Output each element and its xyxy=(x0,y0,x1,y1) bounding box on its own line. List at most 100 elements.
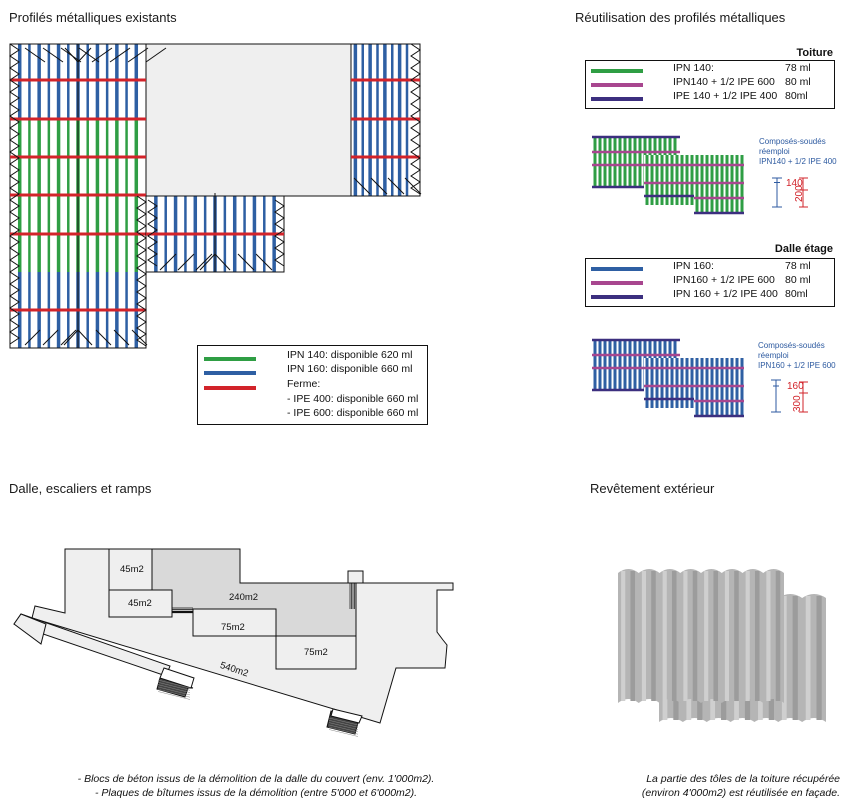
toiture-row-name: IPN140 + 1/2 IPE 600 xyxy=(673,76,775,88)
cladding-caption: La partie des tôles de la toiture récupé… xyxy=(600,772,840,800)
caption-line: (environ 4'000m2) est réutilisée en faça… xyxy=(641,787,840,799)
corrugation-shadow xyxy=(671,571,677,701)
toiture-weld-note: Composés-soudés réemploi IPN140 + 1/2 IP… xyxy=(759,137,837,167)
section-title-slab: Dalle, escaliers et ramps xyxy=(9,481,152,496)
bracing xyxy=(131,329,148,346)
bracing xyxy=(214,253,231,271)
caption-line: La partie des tôles de la toiture récupé… xyxy=(646,773,840,785)
legend-label-ipn160: IPN 160: disponible 660 ml xyxy=(287,363,413,375)
dalle-row-name: IPN160 + 1/2 IPE 600 xyxy=(673,274,775,286)
hatch-line xyxy=(328,717,359,726)
weld-note-line: réemploi xyxy=(758,351,789,360)
truss-zigzag xyxy=(410,43,421,195)
weld-note-line: Composés-soudés xyxy=(759,137,826,146)
ramp-landing xyxy=(13,613,47,645)
hatch-line xyxy=(157,684,191,693)
weld-note-line: IPN140 + 1/2 IPE 400 xyxy=(759,157,837,166)
hatch-line xyxy=(328,722,359,730)
area-label: 240m2 xyxy=(229,592,259,603)
bracing xyxy=(24,47,46,63)
weld-note-line: IPN160 + 1/2 IPE 600 xyxy=(758,361,836,370)
toiture-row-value: 80ml xyxy=(785,90,808,102)
corrugation-highlight xyxy=(805,596,811,720)
corrugation-highlight xyxy=(745,571,750,701)
dalle-row-name: IPN 160 + 1/2 IPE 400 xyxy=(673,288,778,300)
dalle-row-value: 78 ml xyxy=(785,260,811,272)
toiture-label: Toiture xyxy=(796,47,833,59)
area-label: 45m2 xyxy=(120,564,144,575)
bracing xyxy=(387,177,405,195)
bracing xyxy=(42,47,64,63)
weld-note-line: Composés-soudés xyxy=(758,341,825,350)
corrugation-highlight xyxy=(781,596,787,720)
bracing xyxy=(127,47,149,63)
legend-swatch-ipn140 xyxy=(204,357,256,361)
bracing xyxy=(109,47,131,63)
slab-plan xyxy=(13,548,454,737)
hatch-line xyxy=(328,724,359,733)
dalle-row-value: 80ml xyxy=(785,288,808,300)
truss-zigzag xyxy=(274,199,285,267)
slab-75m2-b xyxy=(275,635,357,670)
bracing xyxy=(24,329,41,346)
corrugation-highlight xyxy=(621,571,626,701)
dalle-reuse-diagram xyxy=(592,338,744,418)
dalle-etage-label: Dalle étage xyxy=(774,243,833,255)
bracing xyxy=(64,47,79,63)
corrugation-highlight xyxy=(704,571,709,701)
dalle-row-name: IPN 160: xyxy=(673,260,714,272)
toiture-row-value: 78 ml xyxy=(785,62,811,74)
stair-landing xyxy=(347,570,364,584)
dalle-swatch-ipe400-combo xyxy=(591,295,643,299)
bracing xyxy=(195,253,213,271)
corrugation-highlight xyxy=(662,571,667,701)
bracing xyxy=(42,329,59,346)
corrugation-shadow xyxy=(816,596,822,720)
legend-swatch-ferme xyxy=(204,386,256,390)
toiture-swatch-ipn140 xyxy=(591,69,643,73)
dalle-legend: IPN 160: IPN160 + 1/2 IPE 600 IPN 160 + … xyxy=(585,258,835,307)
bracing xyxy=(404,177,422,195)
bracing xyxy=(159,253,177,271)
toiture-legend: IPN 140: IPN140 + 1/2 IPE 600 IPE 140 + … xyxy=(585,60,835,109)
bracing xyxy=(353,177,371,195)
existing-profiles-legend: IPN 140: disponible 620 ml IPN 160: disp… xyxy=(197,345,428,425)
hatch-line xyxy=(157,688,191,698)
bracing xyxy=(91,47,113,63)
caption-line: - Plaques de bîtumes issus de la démolit… xyxy=(94,787,418,799)
slab-45m2-b xyxy=(108,589,173,618)
dalle-row-value: 80 ml xyxy=(785,274,811,286)
bracing xyxy=(60,329,77,346)
hatch-line xyxy=(157,679,191,689)
dalle-dim-flange: 160 xyxy=(787,381,804,392)
hatch-line xyxy=(157,691,191,700)
corrugated-sheets-icon xyxy=(618,569,826,722)
legend-label-ipn140: IPN 140: disponible 620 ml xyxy=(287,349,413,361)
corrugation-shadow xyxy=(792,596,798,720)
section-title-cladding: Revêtement extérieur xyxy=(590,481,715,496)
stair-top xyxy=(330,708,363,724)
corrugation-shadow xyxy=(692,571,698,701)
toiture-row-value: 80 ml xyxy=(785,76,811,88)
bracing xyxy=(199,253,216,271)
truss-zigzag xyxy=(136,195,147,347)
hatch-line xyxy=(328,729,359,737)
bracing xyxy=(177,253,195,271)
toiture-row-name: IPN 140: xyxy=(673,62,714,74)
truss-zigzag xyxy=(9,43,20,345)
legend-label-ipe600: - IPE 600: disponible 660 ml xyxy=(287,407,419,419)
corrugation-shadow xyxy=(630,571,636,701)
bracing xyxy=(77,329,93,346)
section-title-existing-profiles: Profilés métalliques existants xyxy=(9,10,177,25)
corrugation-highlight xyxy=(683,571,688,701)
corrugation-shadow xyxy=(713,571,719,701)
bracing xyxy=(145,47,167,63)
truss-zigzag xyxy=(147,199,158,267)
bracing xyxy=(113,329,130,346)
dalle-swatch-ipn160 xyxy=(591,267,643,271)
bracing xyxy=(77,47,92,63)
hatch-line xyxy=(328,720,359,728)
toiture-reuse-diagram xyxy=(592,135,744,215)
toiture-dim-flange: 140 xyxy=(786,178,803,189)
